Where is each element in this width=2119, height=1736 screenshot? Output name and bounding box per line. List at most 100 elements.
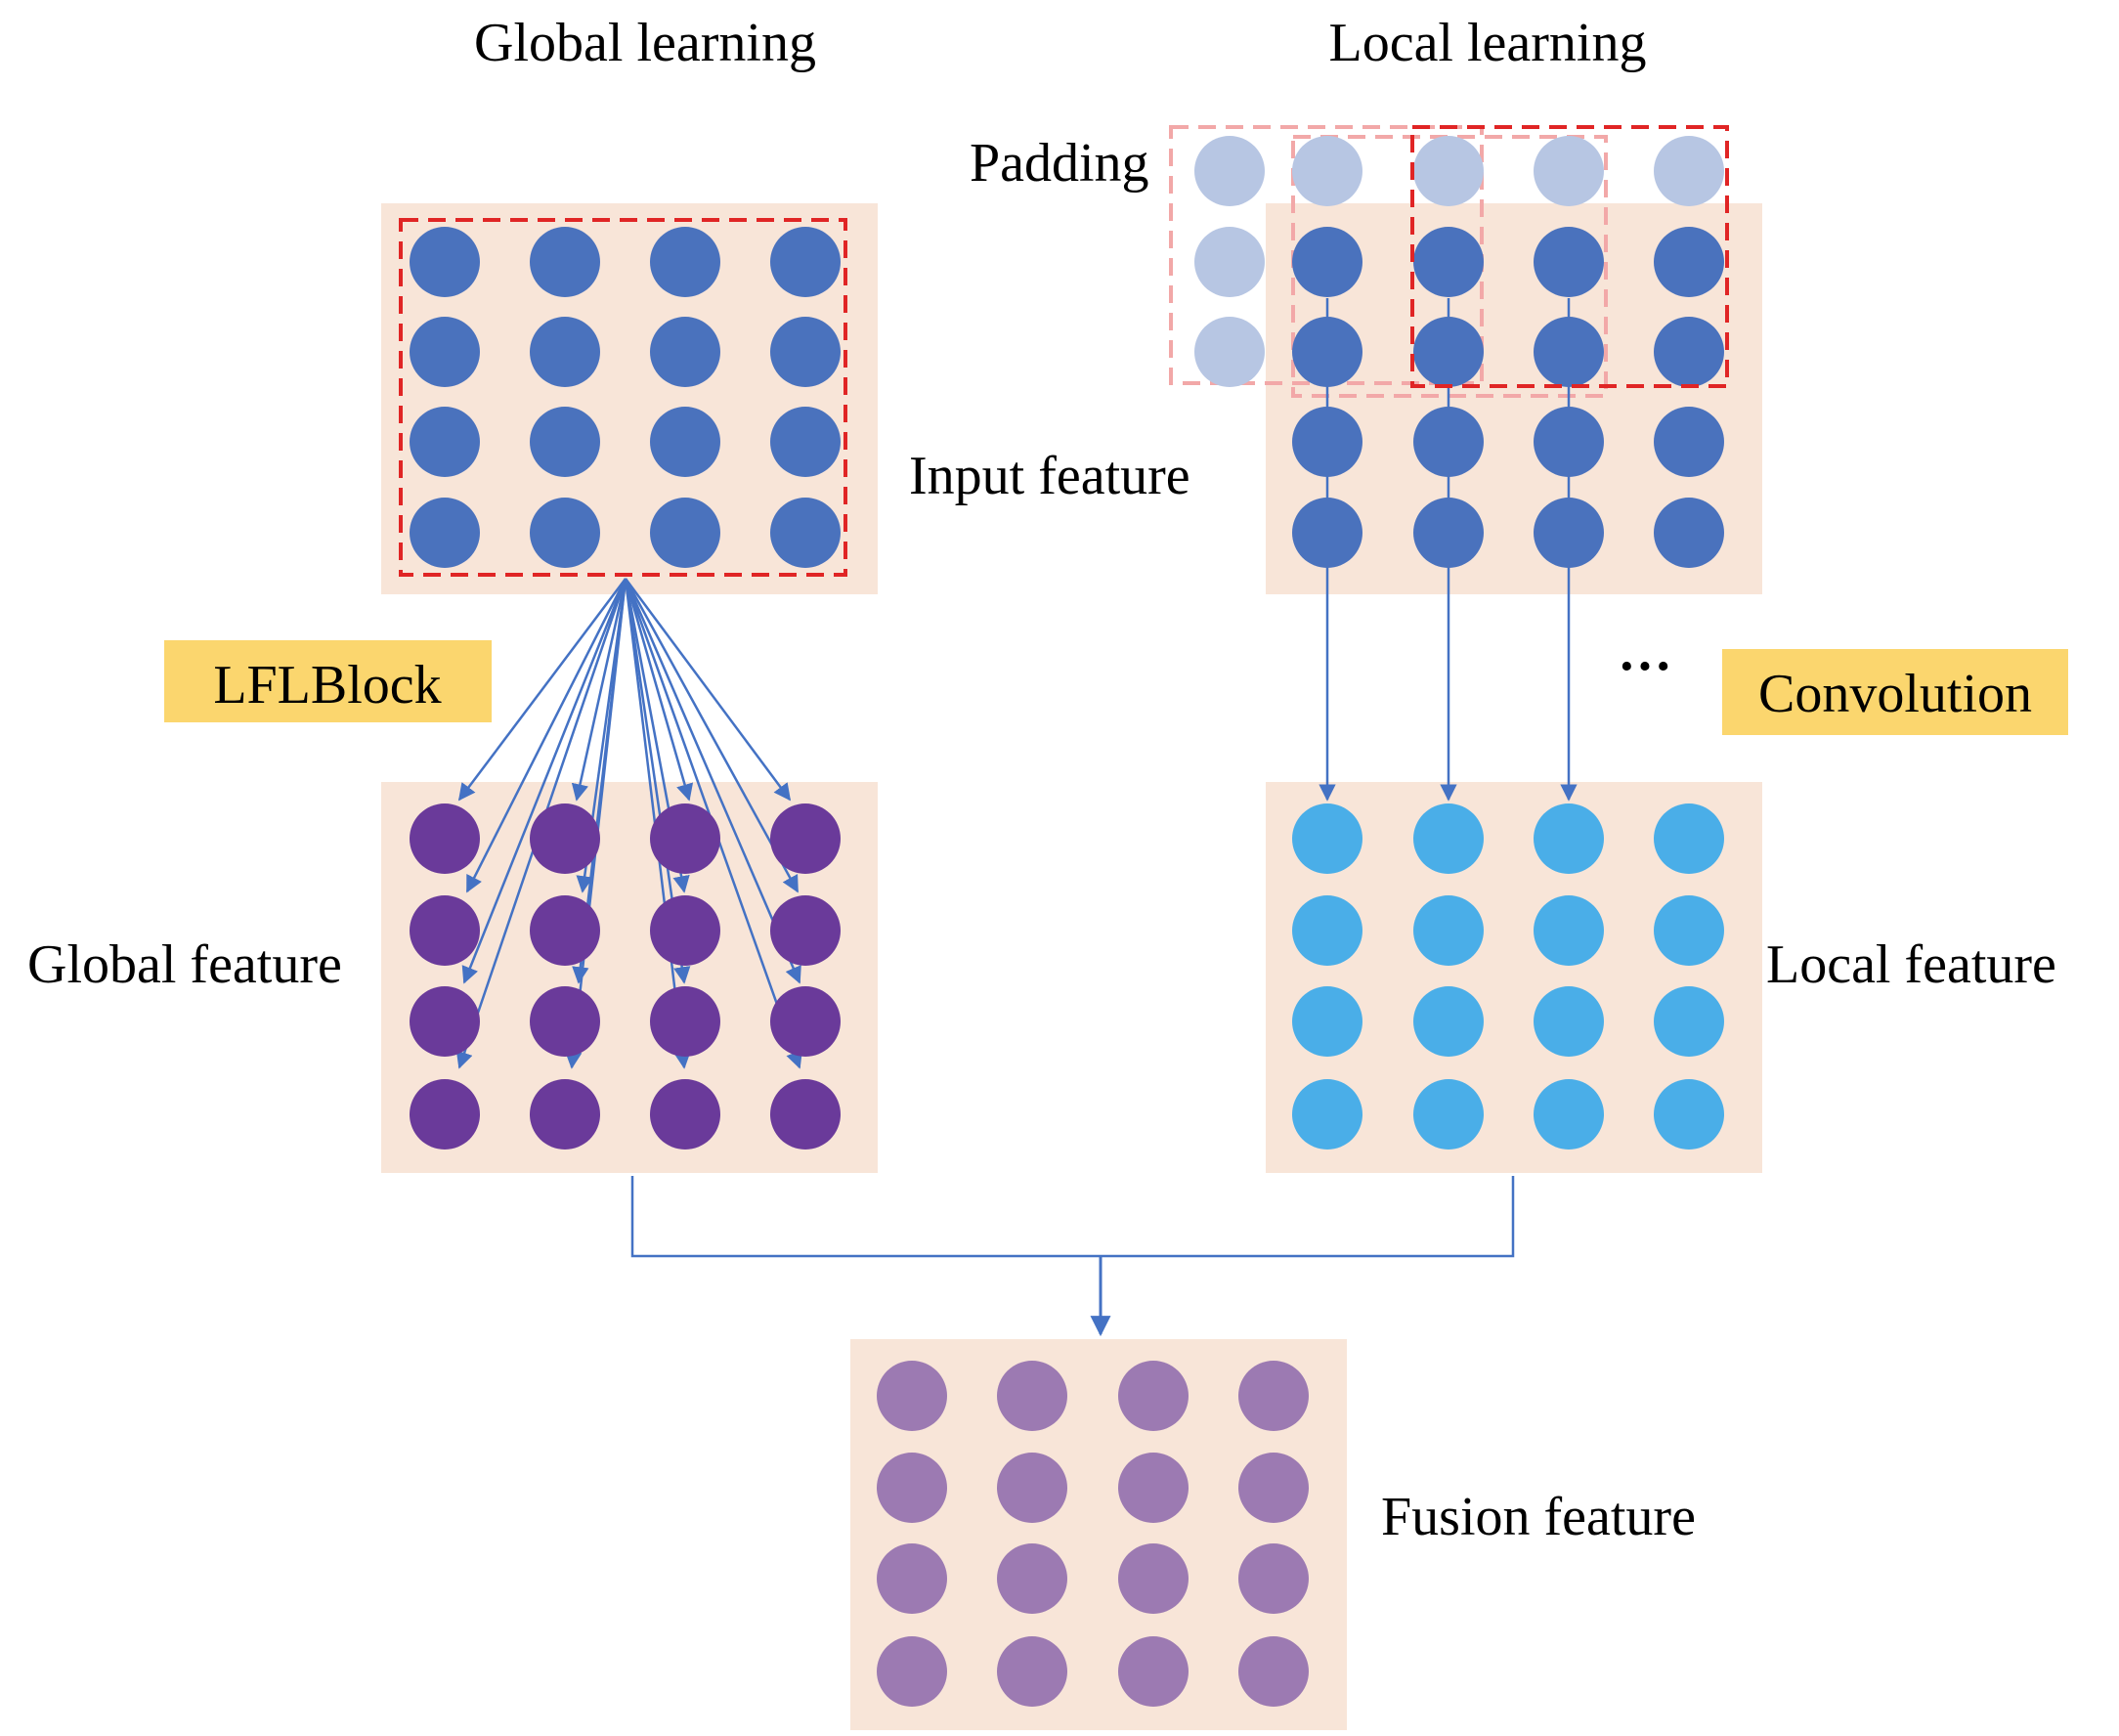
global-feature-node [770,895,841,966]
connection-arrows [455,298,1578,1337]
global-feature-node [770,986,841,1057]
local-feature-node [1534,803,1604,874]
fusion-feature-node [997,1636,1067,1707]
global-learning-title: Global learning [474,13,816,73]
padding-node [1194,136,1265,206]
local-feature-node [1413,986,1484,1057]
input-global-node [650,498,720,568]
input-local-node [1413,407,1484,477]
fusion-feature-node [1238,1361,1309,1431]
ellipsis-label: ··· [1618,636,1672,697]
input-global-node [410,498,480,568]
local-feature-node [1292,986,1362,1057]
fusion-feature-node [1118,1453,1189,1523]
input-local-node [1654,227,1724,297]
global-connection-arrow [624,578,800,893]
global-feature-node [650,1079,720,1150]
fusion-feature-node [877,1636,947,1707]
local-feature-node [1292,803,1362,874]
global-feature-node [650,986,720,1057]
feature-nodes [410,136,1724,1707]
convolution-tag [1722,649,2068,735]
input-global-node [770,317,841,387]
local-feature-node [1413,803,1484,874]
padding-node [1654,136,1724,206]
global-feature-node [530,803,600,874]
input-local-node [1292,498,1362,568]
input-global-node [530,407,600,477]
fusion-feature-node [1238,1543,1309,1614]
input-local-node [1654,498,1724,568]
global-feature-node [530,986,600,1057]
local-feature-node [1534,1079,1604,1150]
global-connection-arrow [624,578,801,984]
global-connection-arrow [624,578,792,802]
input-global-node [530,498,600,568]
input-global-node [410,317,480,387]
input-global-node [770,498,841,568]
local-feature-node [1413,895,1484,966]
input-local-node [1413,317,1484,387]
input-local-node [1654,317,1724,387]
input-local-node [1413,498,1484,568]
local-feature-node [1654,895,1724,966]
global-feature-node [530,895,600,966]
input-local-node [1292,407,1362,477]
global-feature-node [410,986,480,1057]
input-local-node [1534,407,1604,477]
fusion-feature-node [997,1543,1067,1614]
global-feature-node [770,803,841,874]
fusion-feature-label: Fusion feature [1381,1487,1696,1547]
fusion-feature-node [877,1361,947,1431]
input-global-node [650,407,720,477]
fusion-feature-node [1238,1453,1309,1523]
input-global-node [530,317,600,387]
input-global-node [650,227,720,297]
input-local-node [1534,317,1604,387]
padding-node [1194,227,1265,297]
local-feature-node [1292,1079,1362,1150]
conv-kernel-window [1410,125,1729,388]
input-local-node [1413,227,1484,297]
input-global-node [530,227,600,297]
local-feature-label: Local feature [1766,934,2056,995]
global-connection-arrow [624,578,694,802]
global-connection-arrow [461,578,627,984]
global-attention-window [399,218,847,577]
global-feature-label: Global feature [27,934,342,995]
lflblock-label: LFLBlock [213,655,441,716]
global-feature-node [410,803,480,874]
local-feature-node [1654,803,1724,874]
selection-overlays [399,125,1729,577]
input-global-node [650,317,720,387]
padding-node [1194,317,1265,387]
input-local-node [1534,498,1604,568]
input-global-node [770,407,841,477]
global-feature-node [650,895,720,966]
global-feature-node [410,1079,480,1150]
fusion-feature-node [1118,1543,1189,1614]
fusion-feature-node [877,1543,947,1614]
local-feature-node [1292,895,1362,966]
fusion-feature-node [877,1453,947,1523]
local-feature-node [1654,1079,1724,1150]
local-feature-node [1654,986,1724,1057]
fusion-feature-node [1118,1636,1189,1707]
global-feature-node [650,803,720,874]
padding-label: Padding [970,133,1149,194]
padding-node [1534,136,1604,206]
padding-node [1413,136,1484,206]
global-connection-arrow [571,578,627,802]
input-local-node [1534,227,1604,297]
local-feature-node [1534,986,1604,1057]
global-feature-node [530,1079,600,1150]
fusion-feature-node [1118,1361,1189,1431]
input-global-node [770,227,841,297]
input-global-node [410,407,480,477]
fusion-feature-node [997,1361,1067,1431]
fusion-feature-node [997,1453,1067,1523]
local-learning-title: Local learning [1329,13,1647,73]
lflblock-tag [164,640,492,722]
fusion-connector [630,1176,1515,1258]
